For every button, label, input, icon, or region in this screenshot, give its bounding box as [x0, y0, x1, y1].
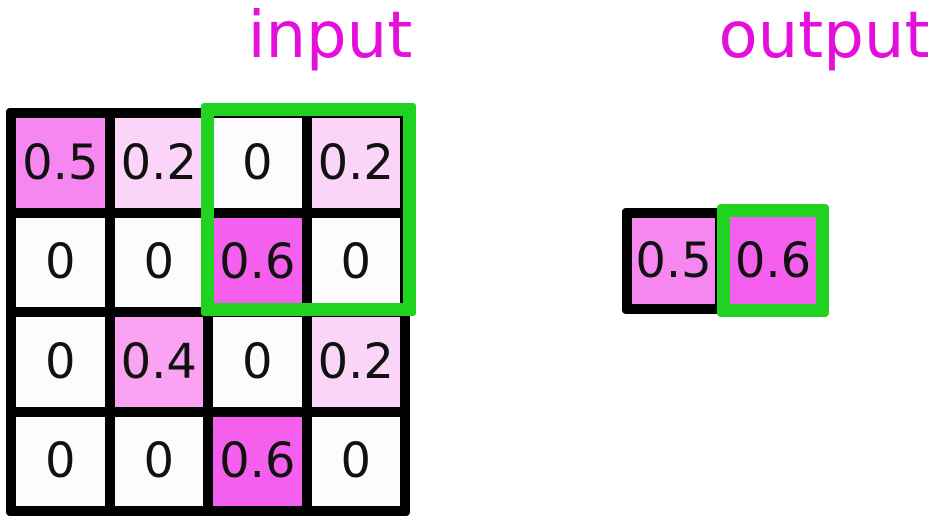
input-cell-r4c3: 0.6	[213, 416, 302, 506]
input-cell-r3c4: 0.2	[311, 317, 400, 407]
input-cell-r4c1: 0	[16, 416, 105, 506]
input-cell-r3c2: 0.4	[114, 317, 203, 407]
input-cell-r4c4: 0	[311, 416, 400, 506]
input-title: input	[247, 0, 413, 73]
input-cell-r2c3: 0.6	[213, 217, 302, 307]
input-cell-r2c2: 0	[114, 217, 203, 307]
input-cell-r3c1: 0	[16, 317, 105, 407]
output-cell-2-highlighted: 0.6	[717, 204, 829, 317]
input-cell-r1c4: 0.2	[311, 118, 400, 208]
input-cell-r1c1: 0.5	[16, 118, 105, 208]
input-cell-r2c4: 0	[311, 217, 400, 307]
output-cell-1: 0.5	[622, 208, 725, 314]
input-cell-r1c3: 0	[213, 118, 302, 208]
input-cell-r3c3: 0	[213, 317, 302, 407]
input-cell-r1c2: 0.2	[114, 118, 203, 208]
output-title: output	[718, 0, 930, 73]
input-cell-r4c2: 0	[114, 416, 203, 506]
input-cell-r2c1: 0	[16, 217, 105, 307]
